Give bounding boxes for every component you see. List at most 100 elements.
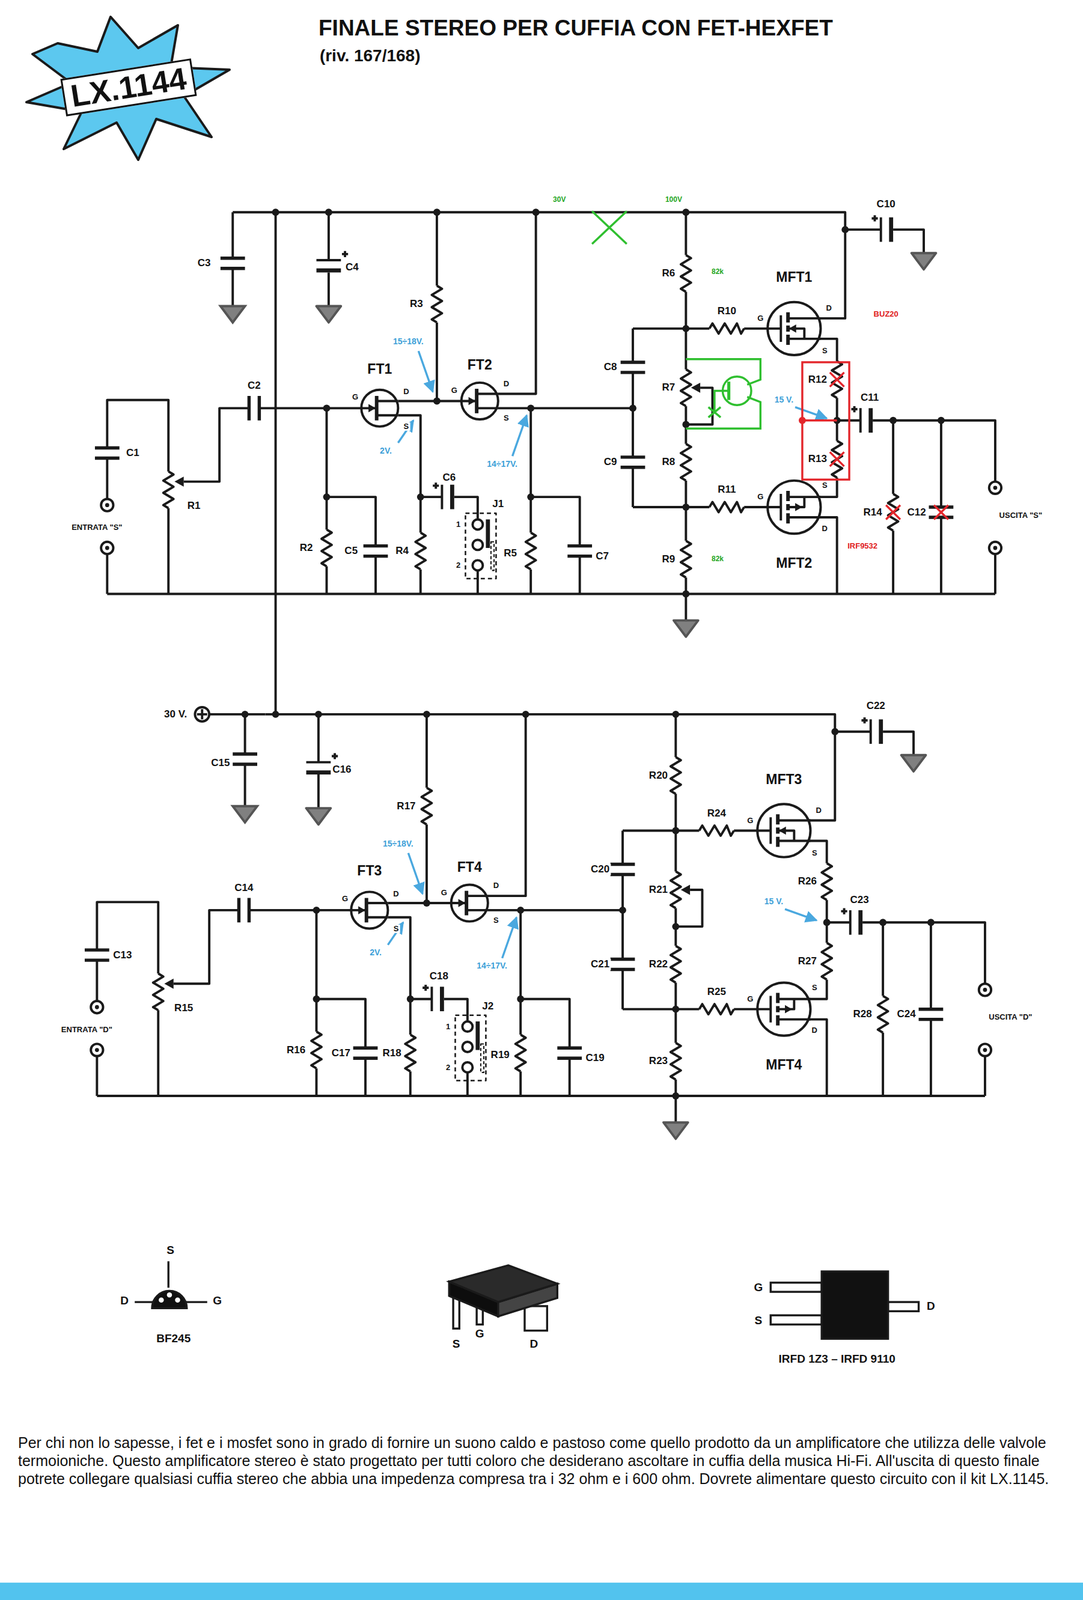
component-label: C17 [330, 1047, 352, 1059]
pinout-label: S [451, 1337, 462, 1351]
voltage-note: 15÷18V. [391, 337, 425, 347]
modification-note: 82k [710, 268, 725, 277]
pin-label: 2 [444, 1063, 452, 1072]
component-label: C19 [584, 1052, 606, 1065]
pin-label: D [820, 524, 829, 534]
component-label: R23 [647, 1055, 669, 1068]
component-label: 30 V. [162, 709, 189, 721]
component-label: R22 [647, 959, 669, 971]
component-label: C7 [594, 550, 611, 562]
component-label: R6 [661, 268, 677, 280]
pin-label: 2 [454, 561, 462, 570]
transistor-label: MFT4 [764, 1057, 803, 1073]
title-text: FINALE STEREO PER CUFFIA CON FET-HEXFET [318, 15, 833, 41]
red-modification [798, 362, 949, 520]
top-channel [94, 208, 1002, 637]
issue-reference: (riv. 167/168) [318, 46, 422, 66]
pin-label: D [502, 379, 511, 388]
pinout-label: S [165, 1244, 176, 1257]
component-label: R28 [852, 1009, 874, 1021]
bottom-channel [84, 710, 992, 1139]
pinout-label: D [118, 1295, 130, 1308]
voltage-note: 2V. [368, 948, 383, 958]
voltage-note: 14÷17V. [475, 962, 509, 972]
pin-label: S [820, 481, 829, 490]
component-label: C10 [875, 198, 897, 210]
component-label: C23 [848, 894, 870, 907]
component-label: C12 [906, 506, 928, 519]
component-label: C13 [111, 949, 133, 961]
component-label: C5 [343, 545, 359, 558]
pin-label: S [502, 414, 511, 423]
connector-label: ENTRATA "D" [60, 1025, 114, 1035]
pin-label: G [745, 816, 755, 825]
component-label: C21 [589, 959, 611, 971]
pin-label: G [450, 386, 459, 395]
component-label: R2 [298, 542, 315, 555]
component-label: R15 [173, 1003, 195, 1015]
connector-label: ENTRATA "S" [70, 523, 124, 532]
transistor-label: MFT1 [774, 269, 814, 285]
component-label: C3 [196, 257, 213, 270]
pinout-label: S [753, 1314, 764, 1328]
component-label: C1 [125, 447, 141, 460]
component-label: R5 [502, 547, 519, 559]
pin-label: D [824, 304, 833, 313]
pinout-label: D [528, 1337, 540, 1351]
pin-label: G [340, 894, 350, 904]
component-label: R17 [395, 800, 417, 812]
component-label: R21 [647, 884, 669, 897]
component-label: C18 [428, 971, 450, 983]
pinout-label: G [211, 1295, 223, 1308]
transistor-label: FT4 [456, 860, 484, 876]
component-label: R10 [716, 305, 738, 318]
pin-label: G [439, 888, 449, 898]
part-number: IRF9532 [846, 541, 879, 550]
pin-label: S [392, 924, 401, 933]
component-label: R14 [862, 506, 884, 519]
component-label: R9 [661, 553, 677, 565]
component-label: C22 [865, 700, 887, 713]
transistor-label: MFT3 [764, 772, 803, 788]
component-label: R24 [706, 807, 728, 820]
pinout-label: BF245 [155, 1333, 192, 1346]
modification-note: 30V [551, 195, 567, 204]
pin-label: S [820, 346, 829, 356]
modification-note: 100V [664, 195, 684, 204]
pinout-label: G [474, 1327, 486, 1341]
component-label: J2 [480, 1000, 495, 1013]
transistor-label: FT2 [466, 357, 494, 373]
green-modification [591, 211, 761, 430]
pin-label: D [492, 881, 501, 891]
component-label: R8 [661, 456, 677, 469]
pin-label: S [402, 422, 411, 431]
pin-label: G [745, 995, 755, 1004]
pin-label: D [814, 805, 823, 815]
component-label: C6 [441, 472, 457, 484]
connector-label: USCITA "S" [998, 511, 1044, 520]
component-label: C14 [233, 882, 255, 894]
component-label: R19 [489, 1049, 511, 1062]
pin-label: S [810, 983, 819, 993]
pinout-label: IRFD 1Z3 – IRFD 9110 [777, 1353, 897, 1367]
component-label: C9 [602, 456, 619, 469]
pin-label: G [756, 314, 765, 323]
component-label: R7 [661, 382, 677, 394]
pin-label: G [350, 393, 360, 402]
caption-text: Per chi non lo sapesse, i fet e i mosfet… [18, 1433, 1064, 1489]
component-label: C8 [602, 361, 619, 374]
component-label: C16 [331, 763, 353, 776]
page-band [0, 1583, 1083, 1600]
component-label: C4 [344, 262, 360, 274]
part-number: BUZ20 [872, 310, 900, 319]
pin-label: D [810, 1026, 819, 1035]
voltage-note: 14÷17V. [485, 459, 519, 469]
component-label: C20 [589, 864, 611, 876]
badge-node: LX.1144 [20, 12, 237, 164]
component-label: R11 [716, 484, 737, 496]
component-label: R20 [647, 769, 669, 782]
pinout-label: G [753, 1281, 765, 1295]
